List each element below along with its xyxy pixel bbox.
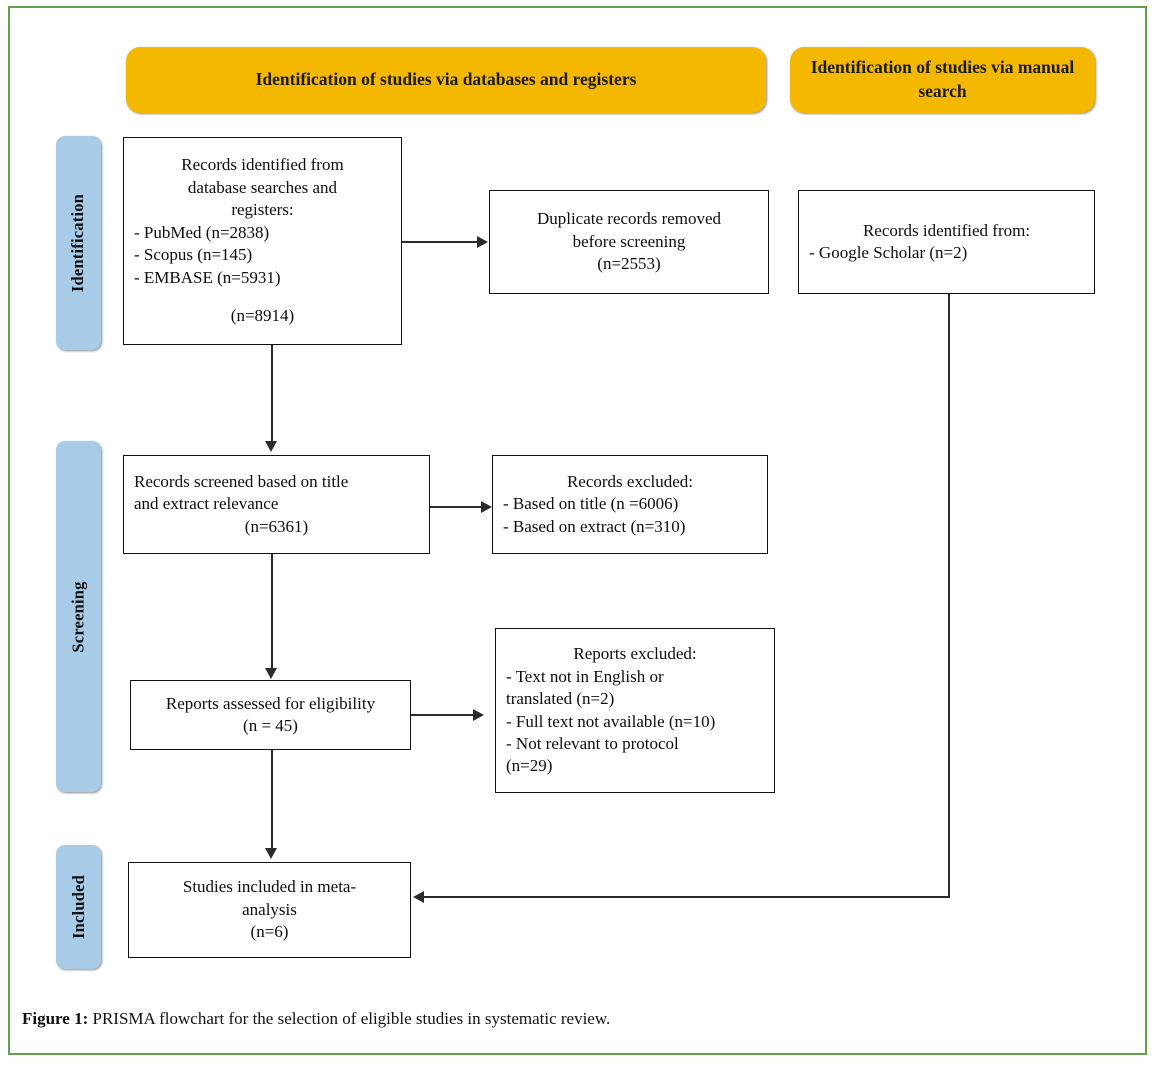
node-duplicates-removed: Duplicate records removed before screeni… — [489, 190, 769, 294]
connector-screened-to-excluded — [430, 506, 482, 508]
records-identified-source-scopus: - Scopus (n=145) — [134, 245, 253, 265]
arrowhead-manual-to-included — [413, 890, 424, 903]
records-screened-count: (n=6361) — [244, 516, 309, 536]
connector-manual-vertical — [948, 294, 950, 898]
stage-bar-included: Included — [56, 845, 101, 969]
connector-assessed-to-reports-excluded — [411, 714, 474, 716]
reports-excluded-reason-fulltext: - Full text not available (n=10) — [506, 711, 716, 731]
reports-excluded-reason-language-1: - Text not in English or — [506, 666, 664, 686]
records-identified-line-3: registers: — [231, 200, 294, 220]
node-records-excluded: Records excluded: - Based on title (n =6… — [492, 455, 768, 554]
records-identified-total: (n=8914) — [230, 306, 295, 326]
node-reports-excluded: Reports excluded: - Text not in English … — [495, 628, 775, 793]
node-reports-assessed: Reports assessed for eligibility (n = 45… — [130, 680, 411, 750]
records-screened-line-2: and extract relevance — [134, 494, 279, 514]
node-records-identified: Records identified from database searche… — [123, 137, 402, 345]
arrowhead-identified-to-duplicates — [477, 235, 488, 248]
records-excluded-reason-extract: - Based on extract (n=310) — [503, 516, 686, 536]
reports-excluded-reason-language-2: translated (n=2) — [506, 689, 615, 709]
manual-records-source-google-scholar: - Google Scholar (n=2) — [809, 243, 968, 262]
records-identified-source-embase: - EMBASE (n=5931) — [134, 267, 281, 287]
connector-assessed-to-included — [271, 750, 273, 849]
duplicates-removed-line-1: Duplicate records removed — [536, 209, 722, 229]
studies-included-count: (n=6) — [250, 922, 289, 942]
node-records-screened: Records screened based on title and extr… — [123, 455, 430, 554]
header-identification-databases: Identification of studies via databases … — [126, 47, 766, 113]
duplicates-removed-count: (n=2553) — [597, 254, 661, 274]
node-manual-records: Records identified from: - Google Schola… — [798, 190, 1095, 294]
studies-included-line-1: Studies included in meta- — [182, 877, 357, 897]
arrowhead-assessed-to-included — [265, 848, 277, 859]
header-manual-label: Identification of studies via manual sea… — [810, 57, 1075, 101]
manual-records-line-1: Records identified from: — [862, 220, 1031, 240]
reports-assessed-line-1: Reports assessed for eligibility — [165, 693, 376, 713]
reports-excluded-reason-protocol-2: (n=29) — [506, 756, 553, 776]
records-identified-line-2: database searches and — [187, 177, 338, 197]
connector-manual-horizontal — [424, 896, 950, 898]
arrowhead-screened-to-excluded — [481, 500, 492, 513]
studies-included-line-2: analysis — [242, 899, 297, 919]
stage-label-screening: Screening — [68, 580, 88, 653]
records-identified-spacer — [134, 289, 391, 305]
reports-excluded-title: Reports excluded: — [573, 644, 697, 664]
stage-bar-identification: Identification — [56, 136, 101, 350]
records-identified-line-1: Records identified from — [181, 155, 344, 175]
records-identified-source-pubmed: - PubMed (n=2838) — [134, 222, 270, 242]
reports-assessed-count: (n = 45) — [243, 716, 298, 735]
stage-bar-screening: Screening — [56, 441, 101, 792]
reports-excluded-reason-protocol-1: - Not relevant to protocol — [506, 733, 679, 753]
figure-caption: Figure 1: PRISMA flowchart for the selec… — [22, 1008, 1122, 1030]
records-excluded-reason-title: - Based on title (n =6006) — [503, 494, 679, 514]
header-identification-manual: Identification of studies via manual sea… — [790, 47, 1095, 113]
header-databases-label: Identification of studies via databases … — [255, 69, 637, 90]
connector-identified-to-screened — [271, 345, 273, 442]
stage-label-identification: Identification — [68, 193, 88, 293]
records-excluded-title: Records excluded: — [566, 471, 694, 491]
arrowhead-identified-to-screened — [265, 441, 277, 452]
figure-caption-text: PRISMA flowchart for the selection of el… — [92, 1009, 611, 1028]
duplicates-removed-line-2: before screening — [572, 231, 686, 251]
figure-caption-label: Figure 1: — [22, 1009, 89, 1028]
arrowhead-screened-to-assessed — [265, 668, 277, 679]
records-screened-line-1: Records screened based on title — [134, 471, 349, 491]
node-studies-included: Studies included in meta- analysis (n=6) — [128, 862, 411, 958]
connector-screened-to-assessed — [271, 554, 273, 669]
arrowhead-assessed-to-reports-excluded — [473, 708, 484, 721]
connector-identified-to-duplicates — [402, 241, 478, 243]
stage-label-included: Included — [68, 875, 88, 939]
